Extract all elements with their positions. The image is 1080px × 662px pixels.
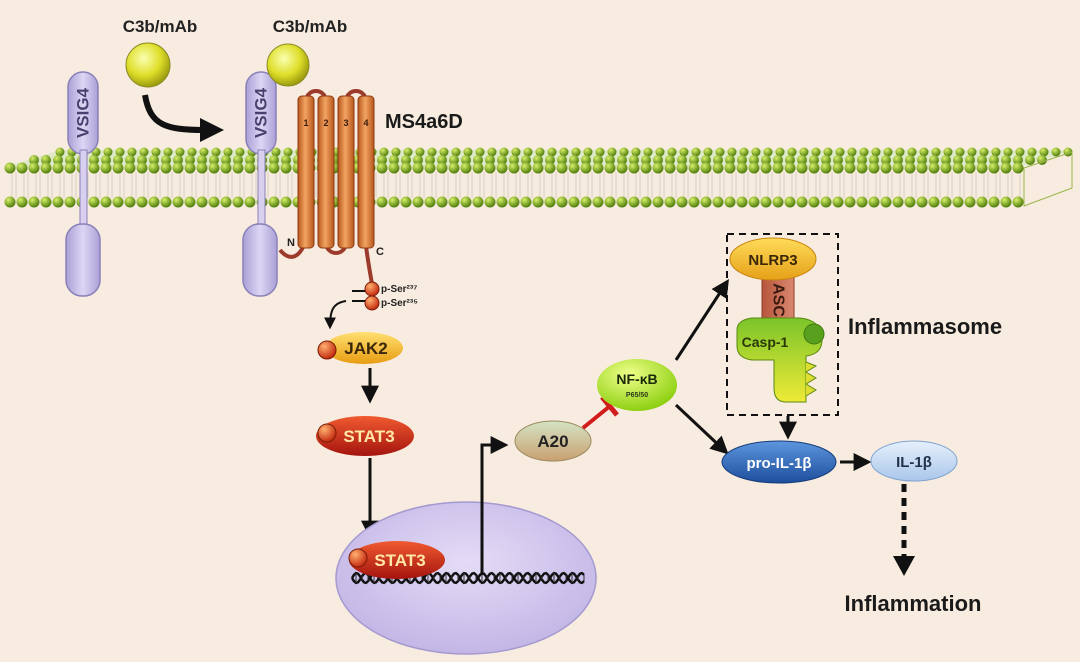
helix-1-label: 1 (303, 118, 308, 128)
a20-node: A20 (514, 420, 592, 462)
inflammasome-label: Inflammasome (848, 314, 1002, 339)
nfkb-label: NF-κB (616, 371, 657, 387)
nucleus: STAT3 (335, 501, 597, 655)
helix-3-label: 3 (343, 118, 348, 128)
il1b-node: IL-1β (870, 440, 958, 482)
stat3-cyto-label: STAT3 (343, 427, 394, 446)
inflammation-label: Inflammation (845, 591, 982, 616)
jak2-label: JAK2 (344, 339, 387, 358)
stat3-nucleus-label: STAT3 (374, 551, 425, 570)
lipid-heads (4, 147, 1073, 208)
nfkb-to-pro-il1b-arrow (674, 403, 729, 455)
nfkb-to-nlrp3-arrow (674, 278, 729, 361)
pro-il1b-label: pro-IL-1β (747, 455, 812, 472)
stat3-cytoplasm-node: STAT3 (316, 416, 414, 456)
vsig4-receptor-right: VSIG4 (242, 71, 278, 297)
nfkb-subunit-label: P65/50 (626, 392, 648, 399)
c3b-label-left: C3b/mAb (123, 17, 198, 36)
p-ser-235-label: p-Ser²³⁵ (381, 298, 418, 309)
nfkb-node: NF-κB P65/50 (597, 359, 677, 411)
c3b-ligand-free: C3b/mAb (123, 17, 198, 88)
inflammasome-box (726, 233, 839, 416)
nlrp3-label: NLRP3 (748, 252, 797, 269)
c3b-label-right: C3b/mAb (273, 17, 348, 36)
il1b-to-inflammation-arrow (893, 484, 915, 576)
p-ser-237-label: p-Ser²³⁷ (381, 284, 417, 295)
n-terminus-label: N (287, 237, 295, 249)
cell-membrane (4, 147, 1075, 208)
transcription-arrow (480, 436, 509, 575)
asc-label: ASC (770, 283, 787, 317)
helix-2-label: 2 (323, 118, 328, 128)
ms4a6d-protein: 1 2 3 4 N C MS4a6D (278, 89, 463, 285)
vsig4-right-label: VSIG4 (252, 87, 271, 138)
ms4a6d-label: MS4a6D (385, 111, 463, 133)
casp1-node: Casp-1 (736, 317, 825, 403)
binding-arrow (142, 94, 224, 142)
c-terminus-label: C (376, 246, 384, 258)
casp1-label: Casp-1 (742, 334, 789, 350)
pro-il1b-node: pro-IL-1β (721, 440, 837, 484)
c3b-ligand-bound: C3b/mAb (266, 17, 348, 87)
jak2-node: JAK2 (317, 332, 403, 364)
phospho-to-jak2-arrow (324, 300, 347, 330)
lipid-tails (11, 172, 1025, 198)
vsig4-left-label: VSIG4 (74, 87, 93, 138)
nlrp3-node: NLRP3 (729, 237, 817, 281)
helix-4-label: 4 (363, 118, 368, 128)
phosphorylation-sites: p-Ser²³⁷ p-Ser²³⁵ (324, 281, 418, 330)
a20-label: A20 (537, 432, 568, 451)
il1b-label: IL-1β (896, 454, 932, 471)
vsig4-receptor-left: VSIG4 (65, 71, 101, 297)
